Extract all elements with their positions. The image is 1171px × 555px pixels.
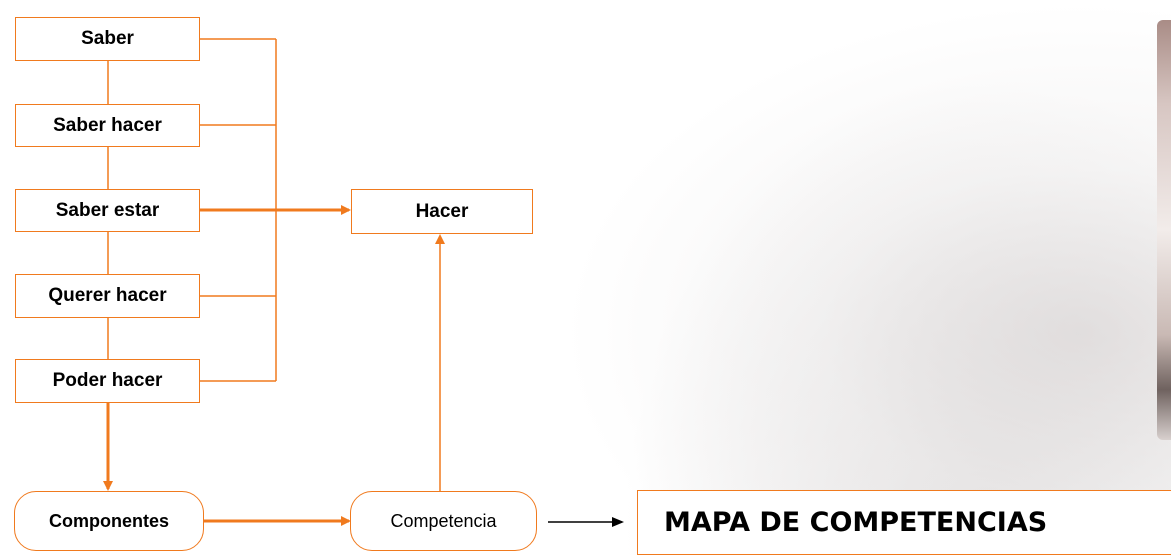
- node-saber-estar: Saber estar: [15, 189, 200, 232]
- node-hacer: Hacer: [351, 189, 533, 234]
- background-blur: [560, 0, 1171, 555]
- node-saber: Saber: [15, 17, 200, 61]
- background-figure-edge: [1157, 20, 1171, 440]
- node-querer-hacer: Querer hacer: [15, 274, 200, 318]
- node-componentes: Componentes: [14, 491, 204, 551]
- node-saber-hacer: Saber hacer: [15, 104, 200, 147]
- node-poder-hacer: Poder hacer: [15, 359, 200, 403]
- node-mapa-de-competencias: MAPA DE COMPETENCIAS: [637, 490, 1171, 555]
- node-competencia: Competencia: [350, 491, 537, 551]
